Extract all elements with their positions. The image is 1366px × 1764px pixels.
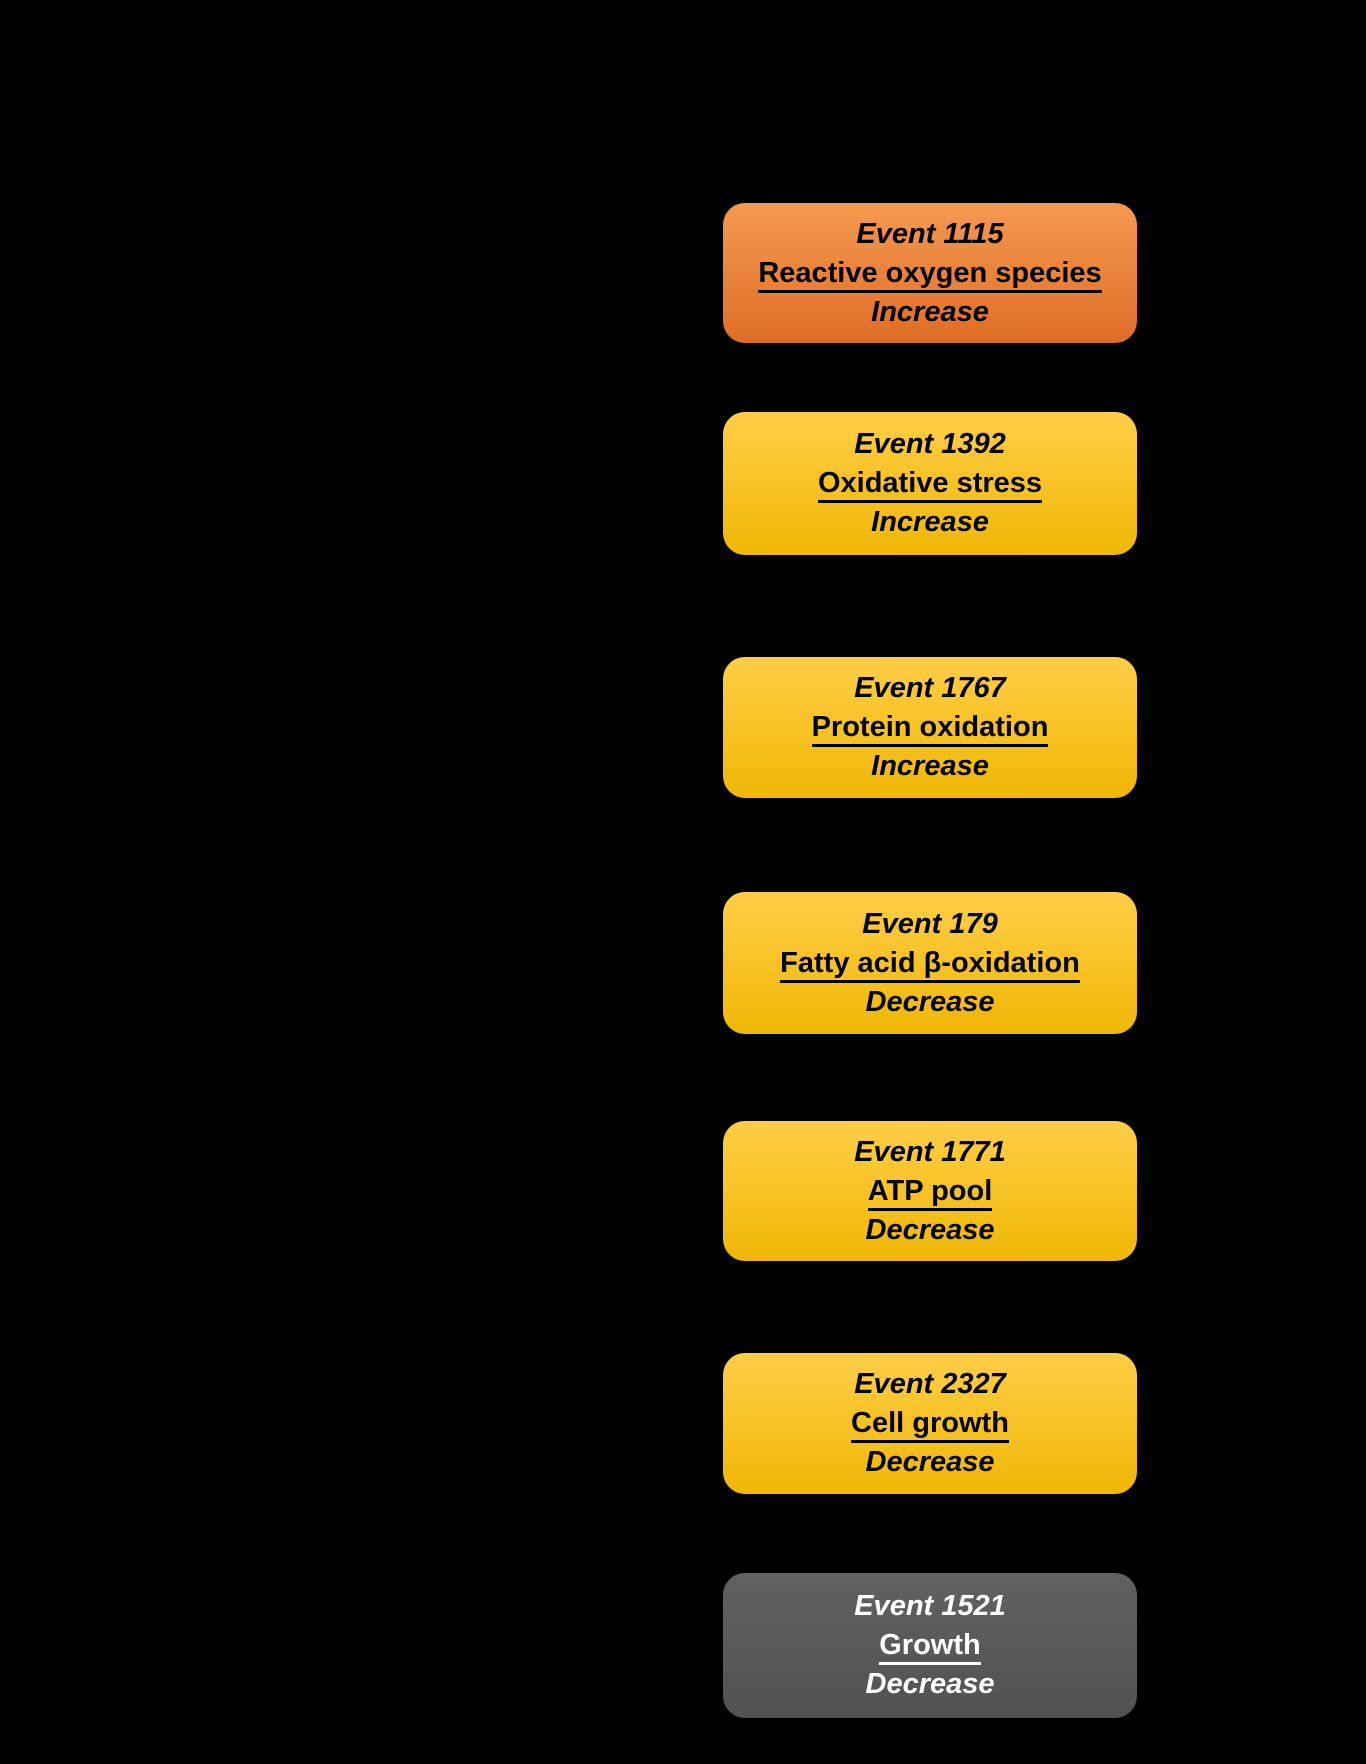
event-title-row: ATP pool [867,1172,993,1211]
event-node-protein-oxidation: Event 1767 Protein oxidation Increase [723,657,1137,798]
event-node-fatty-acid-beta-oxidation: Event 179 Fatty acid β-oxidation Decreas… [723,892,1137,1034]
event-title: Protein oxidation [811,711,1049,747]
event-direction: Increase [871,295,989,328]
event-direction: Decrease [865,1668,995,1700]
event-node-reactive-oxygen-species: Event 1115 Reactive oxygen species Incre… [723,203,1137,343]
event-title: Fatty acid β-oxidation [780,946,1080,983]
event-direction: Increase [871,750,989,782]
event-node-growth: Event 1521 Growth Decrease [723,1573,1137,1718]
event-id: Event 1115 [856,217,1004,250]
event-title-row: Reactive oxygen species [758,254,1102,293]
event-title-row: Cell growth [851,1404,1009,1443]
event-title: Cell growth [851,1407,1009,1443]
event-id: Event 2327 [854,1368,1006,1400]
event-id: Event 1771 [854,1135,1006,1168]
event-title-row: Oxidative stress [817,464,1043,503]
event-direction: Decrease [865,1213,995,1246]
event-node-oxidative-stress: Event 1392 Oxidative stress Increase [723,412,1137,555]
event-title: ATP pool [867,1174,993,1211]
event-title: Reactive oxygen species [758,256,1102,293]
event-direction: Increase [871,506,989,538]
event-direction: Decrease [865,985,995,1018]
event-id: Event 1767 [854,672,1006,704]
event-title-row: Fatty acid β-oxidation [780,944,1080,983]
event-id: Event 1392 [854,428,1006,460]
event-title-row: Protein oxidation [811,708,1049,747]
event-id: Event 179 [862,907,998,940]
event-node-cell-growth: Event 2327 Cell growth Decrease [723,1353,1137,1494]
event-node-atp-pool: Event 1771 ATP pool Decrease [723,1121,1137,1261]
event-id: Event 1521 [854,1590,1006,1622]
event-direction: Decrease [865,1446,995,1478]
event-title: Growth [879,1629,981,1665]
event-title: Oxidative stress [817,467,1043,503]
event-title-row: Growth [879,1626,981,1665]
